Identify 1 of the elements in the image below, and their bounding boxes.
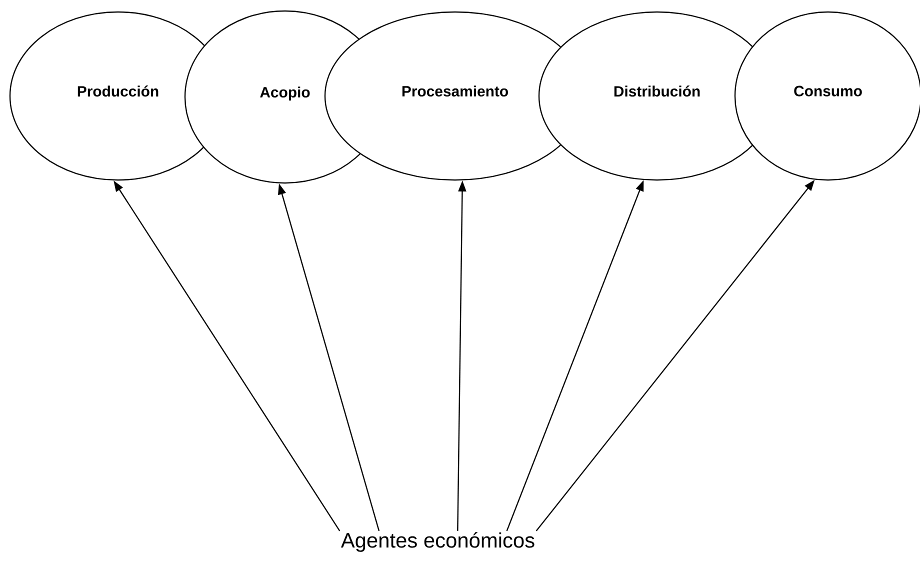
agents-label: Agentes económicos (340, 532, 534, 552)
